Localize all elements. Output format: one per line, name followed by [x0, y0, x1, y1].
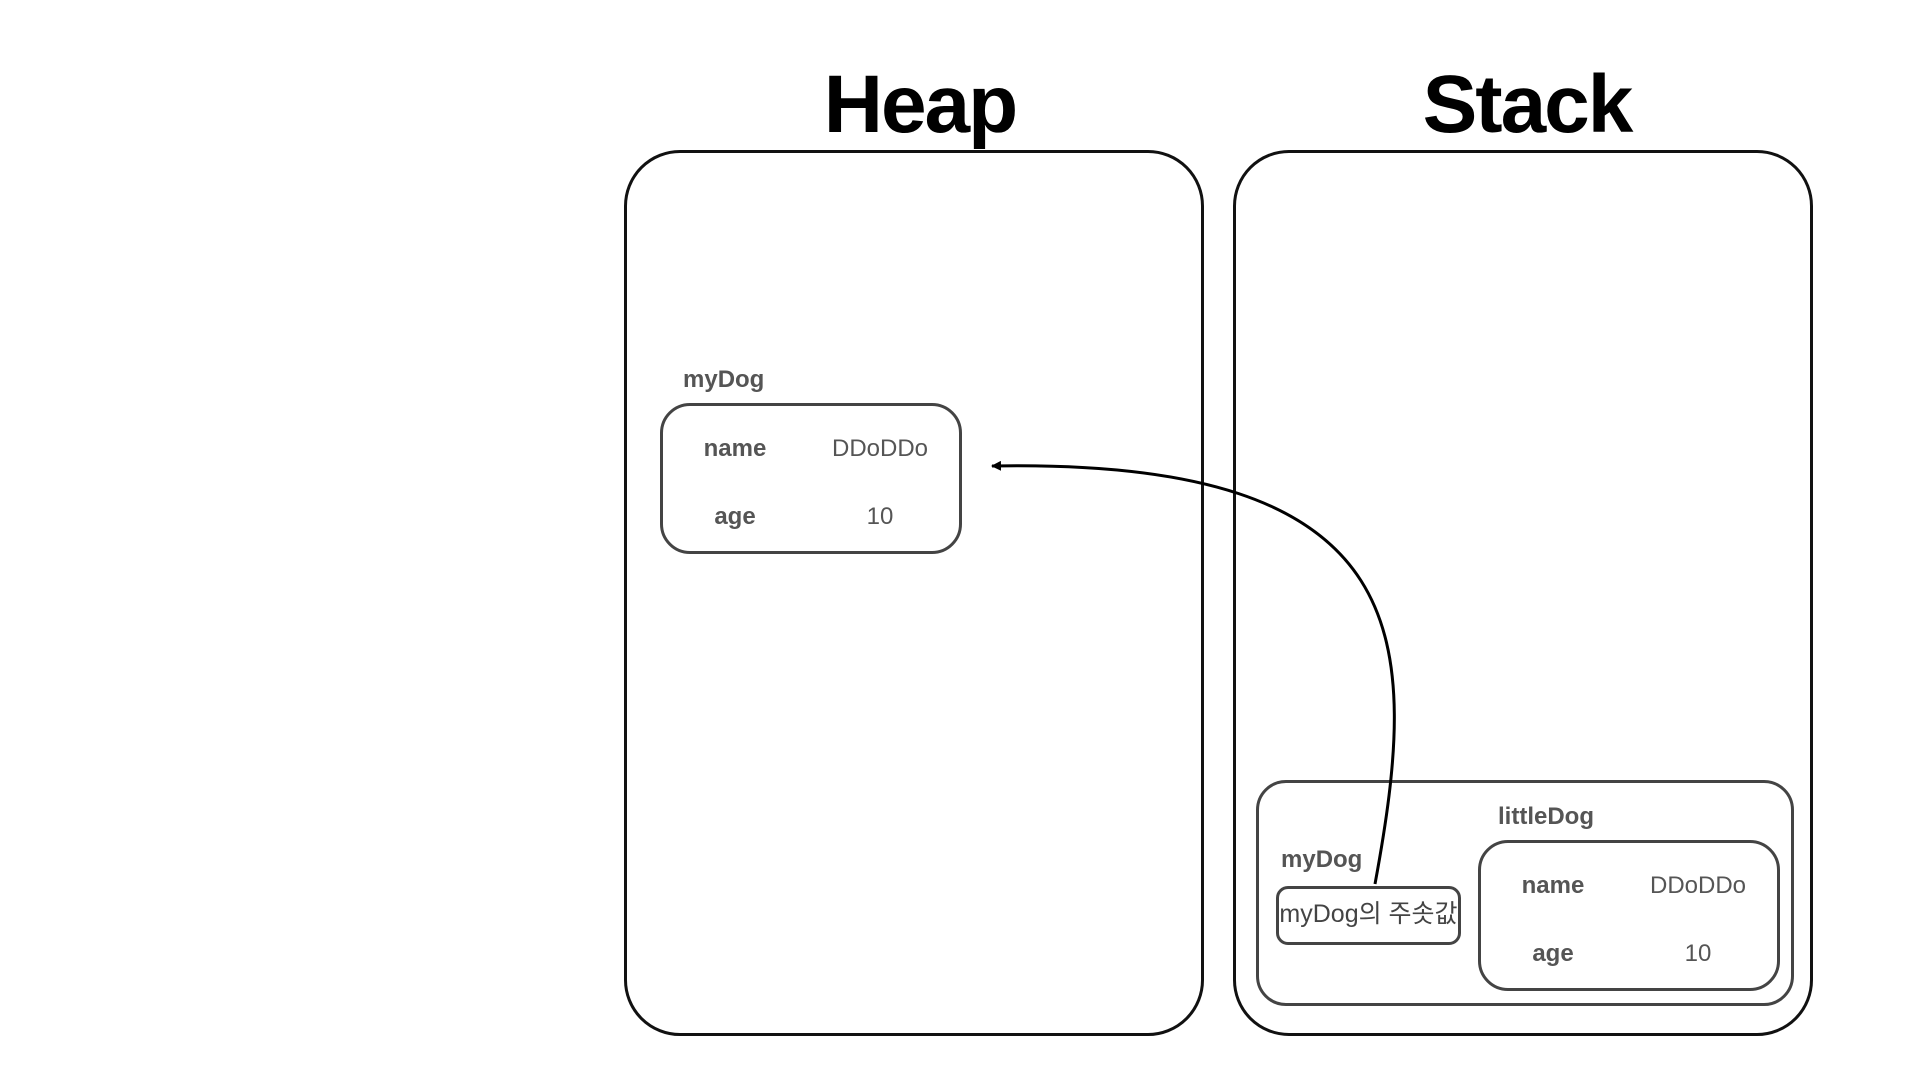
heap-object-box [660, 403, 962, 554]
stack-name-value: DDoDDo [1649, 872, 1747, 899]
stack-frame-label: littleDog [1498, 803, 1594, 830]
reference-label: myDog [1281, 846, 1363, 873]
stack-title: Stack [1422, 59, 1634, 150]
heap-title: Heap [823, 59, 1019, 150]
heap-age-value: 10 [866, 503, 894, 530]
heap-name-value: DDoDDo [831, 435, 929, 462]
stack-frame-box [1256, 780, 1794, 1006]
reference-box [1276, 886, 1461, 945]
heap-age-key: age [714, 503, 756, 530]
stack-name-key: name [1521, 872, 1585, 899]
stack-age-value: 10 [1684, 940, 1712, 967]
heap-name-key: name [703, 435, 767, 462]
heap-panel [624, 150, 1204, 1036]
heap-object-label: myDog [683, 366, 765, 393]
reference-value: myDog의 주솟값 [1279, 900, 1458, 928]
stack-age-key: age [1532, 940, 1574, 967]
stack-object-box [1478, 840, 1780, 991]
